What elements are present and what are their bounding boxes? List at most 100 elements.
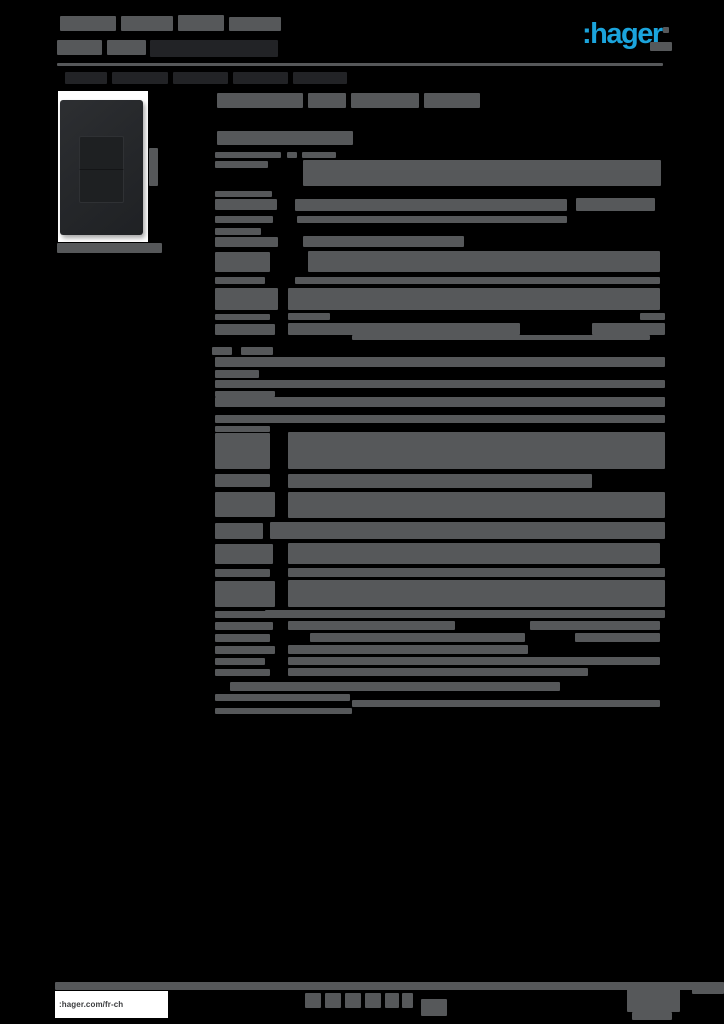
- redacted-text-bar: [230, 682, 560, 691]
- redacted-text-bar: [288, 621, 455, 630]
- redacted-text-bar: [288, 323, 520, 335]
- redacted-text-bar: [215, 426, 270, 432]
- redacted-text-bar: [107, 40, 146, 55]
- redacted-text-bar: [112, 72, 168, 84]
- redacted-text-bar: [297, 216, 567, 223]
- redacted-text-bar: [352, 700, 660, 707]
- redacted-text-bar: [215, 581, 275, 607]
- redacted-text-bar: [121, 16, 173, 31]
- redacted-text-bar: [293, 72, 347, 84]
- redacted-text-bar: [288, 543, 660, 564]
- redacted-text-bar: [215, 216, 273, 223]
- redacted-text-bar: [305, 993, 321, 1008]
- redacted-text-bar: [303, 160, 661, 186]
- redacted-text-bar: [345, 993, 361, 1008]
- redacted-text-bar: [265, 610, 665, 618]
- redacted-text-bar: [288, 474, 592, 488]
- redacted-text-bar: [215, 611, 267, 618]
- redacted-text-bar: [351, 93, 419, 108]
- footer-website-link[interactable]: :hager.com/fr-ch: [59, 1000, 124, 1009]
- redacted-text-bar: [215, 492, 275, 517]
- redacted-text-bar: [640, 313, 665, 320]
- redacted-text-bar: [325, 993, 341, 1008]
- redacted-text-bar: [632, 1012, 672, 1020]
- redacted-text-bar: [288, 580, 665, 607]
- redacted-text-bar: [575, 633, 660, 642]
- redacted-text-bar: [215, 252, 270, 272]
- redacted-text-bar: [215, 314, 270, 320]
- redacted-text-bar: [215, 658, 265, 665]
- redacted-text-bar: [215, 277, 265, 284]
- redacted-text-bar: [215, 161, 268, 168]
- footer-url-box: :hager.com/fr-ch: [55, 991, 168, 1018]
- redacted-text-bar: [352, 335, 650, 340]
- redacted-text-bar: [385, 993, 399, 1008]
- redacted-text-bar: [302, 152, 336, 158]
- redacted-text-bar: [287, 152, 297, 158]
- redacted-text-bar: [592, 323, 665, 335]
- redacted-text-bar: [215, 191, 272, 197]
- redacted-text-bar: [692, 982, 724, 994]
- redacted-text-bar: [270, 522, 665, 539]
- redacted-text-bar: [215, 397, 665, 407]
- redacted-text-bar: [215, 324, 275, 335]
- redacted-text-bar: [402, 993, 413, 1008]
- redacted-text-bar: [215, 669, 270, 676]
- redacted-text-bar: [60, 16, 116, 31]
- redacted-text-bar: [233, 72, 288, 84]
- redacted-text-bar: [288, 492, 665, 518]
- redacted-text-bar: [288, 432, 665, 469]
- redacted-text-bar: [229, 17, 281, 31]
- redacted-text-bar: [217, 131, 353, 145]
- redacted-text-bar: [241, 347, 273, 355]
- redacted-text-bar: [530, 621, 660, 630]
- redacted-text-bar: [215, 199, 277, 210]
- redacted-text-bar: [215, 569, 270, 577]
- redacted-text-bar: [215, 433, 270, 469]
- redacted-text-bar: [178, 15, 224, 31]
- redacted-text-bar: [288, 657, 660, 665]
- redacted-text-bar: [215, 622, 273, 630]
- redacted-text-bar: [308, 93, 346, 108]
- redacted-text-bar: [215, 523, 263, 539]
- redacted-text-bar: [57, 63, 663, 66]
- redacted-text-bar: [424, 93, 480, 108]
- redacted-text-bar: [295, 277, 660, 284]
- redacted-text-bar: [212, 347, 232, 355]
- hager-logo: :hager: [582, 18, 663, 50]
- redacted-text-bar: [303, 236, 464, 247]
- redacted-text-bar: [215, 288, 278, 310]
- redacted-text-bar: [215, 391, 275, 397]
- redacted-text-bar: [149, 148, 158, 186]
- redacted-text-bar: [288, 288, 660, 310]
- redacted-text-bar: [217, 93, 303, 108]
- redacted-text-bar: [295, 199, 567, 211]
- switch-rocker-top: [79, 136, 124, 170]
- redacted-text-bar: [173, 72, 228, 84]
- redacted-text-bar: [215, 380, 665, 388]
- redacted-text-bar: [65, 72, 107, 84]
- redacted-text-bar: [215, 228, 261, 235]
- redacted-text-bar: [288, 568, 665, 577]
- redacted-text-bar: [57, 243, 162, 253]
- redacted-text-bar: [421, 999, 447, 1016]
- switch-rocker-bottom: [79, 169, 124, 203]
- redacted-text-bar: [215, 357, 665, 367]
- redacted-text-bar: [215, 646, 275, 654]
- redacted-text-bar: [650, 42, 672, 51]
- redacted-text-bar: [576, 198, 655, 211]
- redacted-text-bar: [365, 993, 381, 1008]
- redacted-text-bar: [215, 152, 281, 158]
- redacted-text-bar: [215, 634, 270, 642]
- redacted-text-bar: [150, 40, 278, 57]
- redacted-text-bar: [663, 27, 669, 33]
- redacted-text-bar: [215, 237, 278, 247]
- redacted-text-bar: [215, 708, 352, 714]
- redacted-text-bar: [288, 313, 330, 320]
- redacted-text-bar: [288, 645, 528, 654]
- redacted-text-bar: [310, 633, 525, 642]
- redacted-text-bar: [215, 474, 270, 487]
- redacted-text-bar: [55, 982, 724, 990]
- redacted-text-bar: [308, 251, 660, 272]
